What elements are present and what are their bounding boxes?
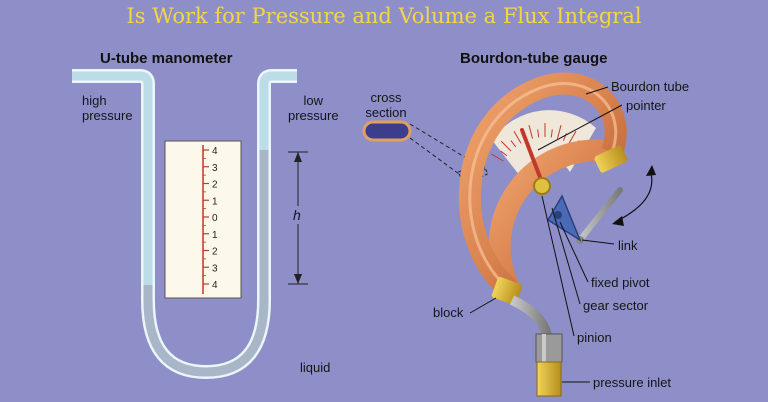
dial-tick	[491, 153, 504, 162]
leader-lines	[469, 86, 623, 383]
dial-tick	[537, 129, 540, 138]
cross-section-shape	[362, 120, 412, 142]
high-pressure-line-2: pressure	[82, 108, 133, 123]
low-pressure-line-2: pressure	[288, 108, 339, 123]
pinion-gear	[533, 177, 551, 195]
tube-end-cap	[594, 145, 628, 173]
dial-tick	[513, 131, 522, 144]
high-pressure-line-1: high	[82, 93, 107, 108]
high-pressure-label: high pressure	[82, 93, 133, 123]
dial-tick	[500, 140, 512, 152]
pinion-label: pinion	[577, 330, 612, 345]
dial-tick	[528, 124, 534, 139]
dial-tick	[550, 129, 553, 138]
dial-tick	[500, 150, 508, 157]
h-label: h	[293, 207, 301, 223]
bourdon-tube-gauge	[362, 72, 656, 397]
gear-sector	[546, 194, 582, 242]
hex-nut	[535, 333, 563, 363]
dial-tick	[556, 124, 562, 139]
scale-ticks: 4 3 2 1 0 1 2 3 4	[203, 146, 218, 291]
scale-tick-label: 3	[212, 263, 218, 274]
page-title: Is Work for Pressure and Volume a Flux I…	[126, 4, 642, 28]
link-rod	[577, 187, 623, 243]
scale-tick-label: 0	[212, 213, 218, 224]
block-label: block	[433, 305, 464, 320]
liquid-label: liquid	[300, 360, 331, 375]
pressure-inlet-fitting	[536, 361, 562, 397]
fixed-pivot-label: fixed pivot	[591, 275, 650, 290]
dial-tick	[568, 131, 577, 144]
pointer-needle	[520, 128, 545, 187]
motion-arrow	[614, 169, 653, 223]
scale-tick-label: 3	[212, 163, 218, 174]
dial-tick	[510, 140, 517, 148]
scale-tick-label: 2	[212, 247, 218, 258]
scale-tick-label: 4	[212, 280, 218, 291]
low-pressure-label: low pressure	[288, 93, 339, 123]
bourdon-tube	[488, 139, 614, 295]
cross-section-label: cross section	[363, 90, 409, 120]
scale-tick-label: 1	[212, 230, 218, 241]
scale-tick-label: 4	[212, 146, 218, 157]
bourdon-tube-label: Bourdon tube	[611, 79, 690, 94]
link-label: link	[618, 238, 638, 253]
low-pressure-line-1: low	[303, 93, 324, 108]
pointer-label: pointer	[626, 98, 666, 113]
cross-section-line-2: section	[365, 105, 407, 120]
cross-section-line-1: cross	[370, 90, 402, 105]
u-tube-manometer: 4 3 2 1 0 1 2 3 4	[72, 69, 308, 379]
pressure-inlet-label: pressure inlet	[593, 375, 672, 390]
gauge-heading: Bourdon-tube gauge	[460, 50, 608, 67]
manometer-liquid	[143, 150, 269, 377]
scale-tick-label: 1	[212, 196, 218, 207]
manometer-heading: U-tube manometer	[100, 50, 233, 67]
gear-sector-label: gear sector	[583, 298, 649, 313]
scale-tick-label: 2	[212, 180, 218, 191]
